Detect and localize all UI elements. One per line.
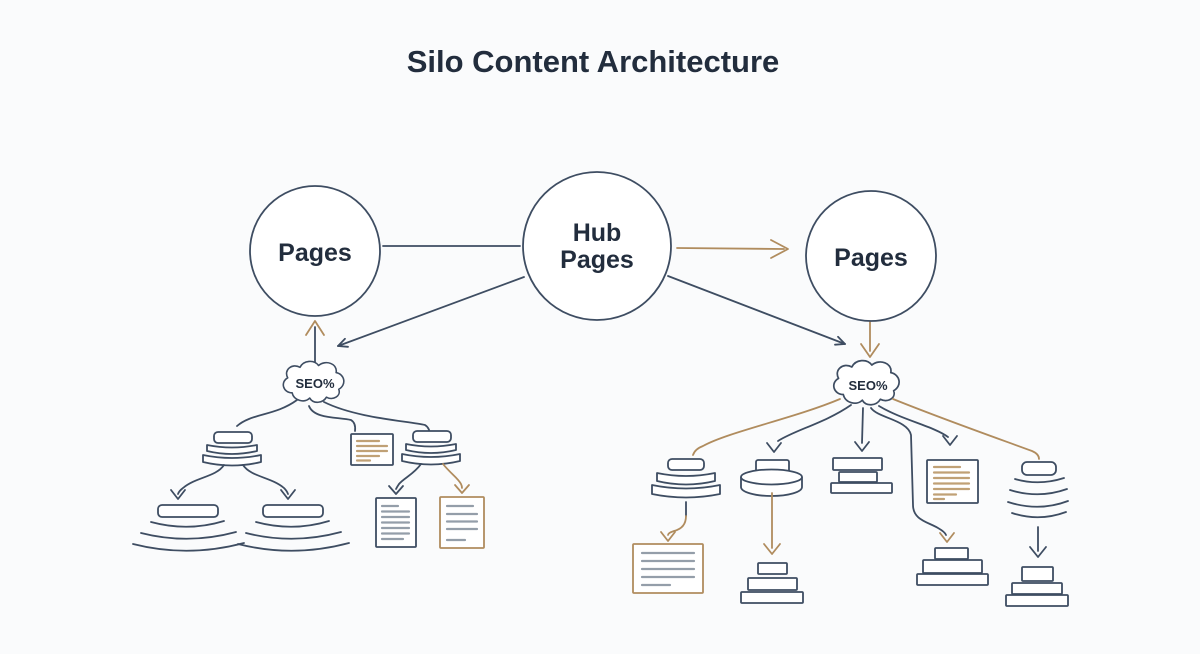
document-icon — [926, 459, 979, 504]
left-pages-node: Pages — [249, 185, 381, 317]
hub-pages-label-line2: Pages — [560, 246, 634, 274]
connector-hub-to-right-seo-arrow — [667, 275, 846, 346]
connector-left-seo-to-pages-up-arrow — [305, 320, 325, 363]
connector-hub-to-left-seo-arrow — [337, 276, 525, 348]
right-ripple-child-arrow — [1029, 526, 1047, 558]
ripple-stack-icon — [1007, 461, 1069, 519]
right-pages-label: Pages — [834, 244, 908, 272]
right-seo-label: SEO% — [848, 378, 887, 393]
left-pages-label: Pages — [278, 239, 352, 267]
stacked-discs-icon — [401, 430, 461, 466]
stacked-discs-icon — [202, 431, 262, 467]
left-discs-child-arrows — [170, 464, 296, 500]
hub-pages-circle — [522, 171, 672, 321]
right-pages-node: Pages — [805, 190, 937, 322]
right-pages-circle — [805, 190, 937, 322]
drum-icon — [740, 459, 803, 497]
page-title: Silo Content Architecture — [407, 44, 780, 79]
cloud-icon — [832, 359, 900, 406]
left-tree-branches — [236, 399, 431, 437]
document-icon-tan — [439, 496, 485, 549]
connector-hub-to-right-pages-arrow — [676, 239, 789, 259]
pyramid-stack-icon — [1005, 566, 1069, 607]
hub-pages-node: Hub Pages — [522, 171, 672, 321]
connector-right-pages-to-seo-down-arrow — [860, 321, 880, 358]
layered-bars-icon — [830, 457, 893, 494]
right-discs-to-card-arrow — [660, 501, 687, 542]
pyramid-stack-icon — [740, 562, 804, 604]
left-discs2-child-arrows — [388, 463, 470, 495]
pancake-stack-icon — [132, 504, 245, 552]
document-icon — [375, 497, 417, 548]
left-seo-label: SEO% — [295, 376, 334, 391]
left-seo-cloud: SEO% — [282, 360, 345, 404]
right-seo-cloud: SEO% — [832, 359, 900, 406]
right-drum-child-arrow — [763, 492, 781, 555]
cloud-icon — [282, 360, 345, 404]
note-card-icon-tan — [632, 543, 704, 594]
ziggurat-stack-icon — [916, 547, 989, 586]
left-pages-circle — [249, 185, 381, 317]
note-card-icon — [350, 433, 394, 466]
right-tree-branches — [692, 398, 1040, 543]
pancake-stack-icon — [237, 504, 350, 552]
stacked-discs-icon — [651, 458, 721, 499]
hub-pages-label-line1: Hub — [573, 219, 622, 247]
